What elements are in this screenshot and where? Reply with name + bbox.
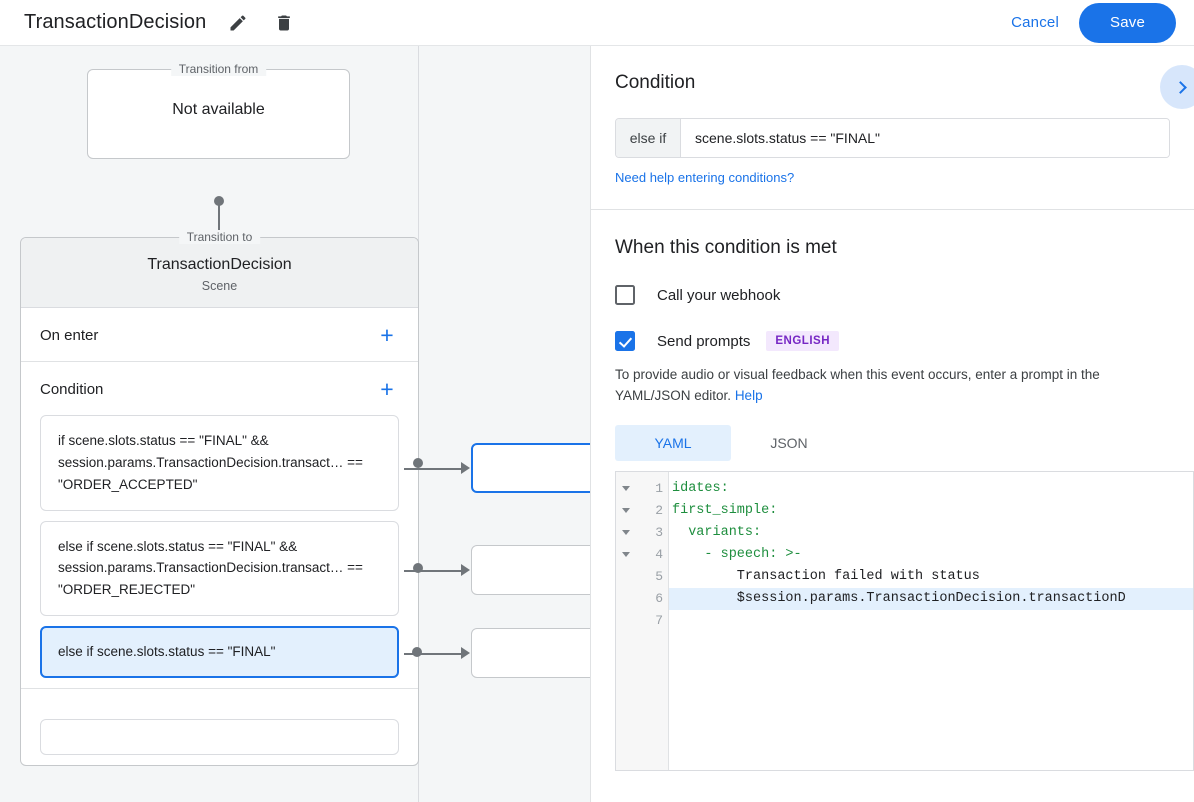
webhook-row[interactable]: Call your webhook [615,285,1170,305]
top-app-bar: TransactionDecision Cancel Save [0,0,1194,46]
connector-line [218,201,220,253]
gutter-row: 1 [616,478,668,500]
send-prompts-checkbox[interactable] [615,331,635,351]
condition-input[interactable] [681,119,1169,157]
tab-json[interactable]: JSON [770,434,808,451]
section-header: Condition + [21,362,418,405]
edge-line-3 [404,653,464,655]
condition-card-text: else if scene.slots.status == "FINAL" [58,644,276,660]
panel-title: Condition [615,72,696,93]
section-title-condition: Condition [40,381,104,398]
gutter-row: 3 [616,522,668,544]
condition-port-dot [412,647,422,658]
scene-card: Transition to TransactionDecision Scene … [20,230,423,767]
condition-card-text: if scene.slots.status == "FINAL" && sess… [58,433,363,492]
section-header: On enter + [21,308,418,351]
prompts-hint-text: To provide audio or visual feedback when… [615,367,1100,403]
code-line: $session.params.TransactionDecision.tran… [669,587,1193,610]
fold-arrow-icon[interactable] [622,551,630,557]
transition-from-legend: Transition from [170,62,267,76]
send-prompts-label: Send prompts [657,332,751,350]
chevron-right-icon[interactable] [1160,65,1194,109]
code-editor[interactable]: 1 2 3 4 5 6 7 idates: first_simple: vari… [615,470,1194,771]
transition-to-box: Transition to TransactionDecision Scene [21,230,418,308]
prompts-hint: To provide audio or visual feedback when… [615,365,1170,407]
section-header [21,689,418,709]
condition-details-panel: Condition else if Need help entering con… [590,46,1194,802]
prompts-help-link[interactable]: Help [734,387,763,403]
code-line: Transaction failed with status [672,568,980,584]
edge-line-2 [404,570,464,572]
add-condition-button[interactable]: + [380,376,394,402]
section-on-enter: On enter + [21,308,418,362]
call-webhook-label: Call your webhook [657,286,781,304]
panel-header: Condition else if Need help entering con… [591,46,1194,187]
line-number: 2 [655,503,663,519]
cancel-button[interactable]: Cancel [997,6,1073,39]
call-webhook-checkbox[interactable] [615,285,635,305]
code-line: variants: [672,524,762,540]
line-number: 3 [655,525,663,541]
when-condition-met-section: When this condition is met Call your web… [591,237,1194,461]
line-number: 4 [655,547,663,563]
chevron-glyph [1174,80,1187,94]
pencil-icon[interactable] [226,11,250,35]
line-number: 5 [655,569,663,585]
slot-validation-card[interactable] [40,719,399,756]
code-line: idates: [672,480,729,496]
edge-line-1 [404,468,464,470]
line-number: 7 [655,613,663,629]
panel-divider [591,209,1194,210]
editor-gutter: 1 2 3 4 5 6 7 [616,471,669,770]
condition-port-dot [413,563,423,574]
condition-help-link[interactable]: Need help entering conditions? [615,170,795,185]
condition-prefix-label: else if [616,119,681,157]
gutter-row: 2 [616,500,668,522]
scene-name: TransactionDecision [147,256,292,273]
transition-from-value: Not available [172,101,265,118]
condition-port-dot [413,457,423,468]
gutter-row: 4 [616,544,668,566]
add-on-enter-button[interactable]: + [380,322,394,348]
edge-arrow-3 [461,647,470,659]
code-line: first_simple: [672,502,778,518]
condition-card-3[interactable]: else if scene.slots.status == "FINAL" [40,626,422,679]
code-line [669,610,1193,632]
gutter-row: 7 [616,610,668,632]
language-badge: ENGLISH [766,331,840,351]
scene-graph-canvas[interactable]: Transition from Not available Transition… [0,46,590,802]
condition-expression-row[interactable]: else if [615,118,1170,158]
editor-code-area[interactable]: idates: first_simple: variants: - speech… [669,472,1193,770]
trash-icon[interactable] [272,11,296,35]
transition-from-box: Transition from Not available [87,62,350,159]
tab-yaml[interactable]: YAML [615,424,731,461]
target-node-2[interactable] [471,545,590,595]
page-title: TransactionDecision [24,11,207,33]
transition-to-legend: Transition to [178,230,261,244]
gutter-row: 6 [616,588,668,610]
scene-type-label: Scene [201,279,238,293]
save-button[interactable]: Save [1079,2,1176,43]
line-number: 1 [655,481,663,497]
condition-card-2[interactable]: else if scene.slots.status == "FINAL" &&… [40,520,423,617]
when-condition-met-heading: When this condition is met [615,237,837,258]
section-condition: Condition + if scene.slots.status == "FI… [21,362,423,690]
fold-arrow-icon[interactable] [622,485,630,491]
edge-arrow-1 [461,462,470,474]
gutter-row: 5 [616,566,668,588]
target-node-1[interactable] [471,443,590,493]
line-number: 6 [655,591,663,607]
section-slot-filling [21,689,418,765]
condition-card-text: else if scene.slots.status == "FINAL" &&… [58,538,363,598]
target-node-3[interactable] [471,628,590,678]
send-prompts-row[interactable]: Send prompts ENGLISH [615,331,1170,351]
fold-arrow-icon[interactable] [622,507,630,513]
edge-arrow-2 [461,564,470,576]
code-line: - speech: >- [672,546,802,562]
editor-format-tabs: YAML JSON [615,424,1170,461]
section-title-on-enter: On enter [40,327,99,344]
condition-card-1[interactable]: if scene.slots.status == "FINAL" && sess… [40,415,423,511]
fold-arrow-icon[interactable] [622,529,630,535]
